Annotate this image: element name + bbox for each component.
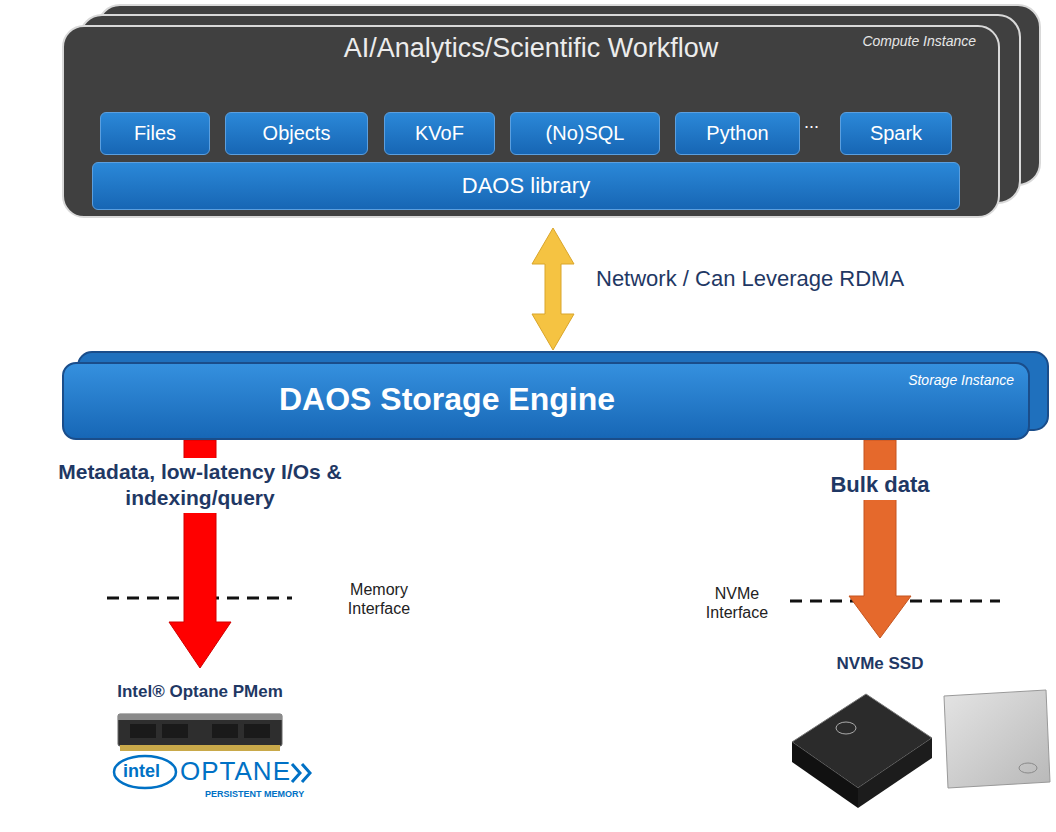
- compute-instance: Files Objects KVoF (No)SQL Python SparkDAOS l…: [62, 25, 1000, 218]
- module-chip: [212, 724, 238, 738]
- instance-title: AI/Analytics/Scientific Workflow: [64, 33, 998, 64]
- interface-label: Memory Interface: [338, 580, 420, 618]
- module-heatspreader: [118, 714, 282, 720]
- interface-box: Spark: [840, 112, 952, 155]
- pmem-module: [118, 714, 282, 751]
- edge-label: Metadata, low-latency I/Os & indexing/qu…: [32, 458, 368, 513]
- edge-label: Network / Can Leverage RDMA: [596, 266, 904, 292]
- module-chip: [244, 724, 270, 738]
- interface-box: KVoF: [384, 112, 495, 155]
- ssd-case: [944, 690, 1050, 788]
- ellipsis: ...: [804, 112, 819, 133]
- ssd-side: [858, 738, 932, 808]
- logo-chevrons: [292, 764, 310, 782]
- ssd-side: [792, 742, 858, 808]
- storage-engine: DAOS Storage Engine Storage Instance: [62, 362, 1030, 440]
- ssd-logo: [836, 722, 856, 734]
- module-contacts: [120, 745, 280, 751]
- logo-swoosh: [114, 756, 176, 788]
- ssd-silver: [944, 690, 1050, 788]
- box-label: Python: [706, 122, 768, 145]
- box-label: (No)SQL: [546, 122, 625, 145]
- box-label: Files: [134, 122, 176, 145]
- instance-tag: Storage Instance: [908, 372, 1014, 388]
- engine-title: DAOS Storage Engine: [64, 381, 830, 418]
- device-name: NVMe SSD: [837, 654, 924, 674]
- instance-tag: Compute Instance: [862, 33, 976, 49]
- module-chip: [130, 724, 156, 738]
- ssd-dark: [792, 694, 932, 808]
- module-chip: [162, 724, 188, 738]
- edge-label: Bulk data: [826, 470, 933, 500]
- logo-subtext: PERSISTENT MEMORY: [205, 789, 304, 799]
- library-bar: DAOS library: [92, 162, 960, 210]
- interface-box: Objects: [225, 112, 368, 155]
- interface-label: NVMe Interface: [696, 584, 778, 622]
- interface-box: (No)SQL: [510, 112, 660, 155]
- box-label: KVoF: [415, 122, 464, 145]
- device-label: Intel® Optane PMem: [80, 678, 320, 706]
- box-label: Spark: [870, 122, 922, 145]
- ssd-logo: [1019, 763, 1037, 773]
- interface-box: Files: [100, 112, 210, 155]
- interface-box: Python: [675, 112, 800, 155]
- logo-text: intel: [123, 761, 160, 782]
- box-label: DAOS library: [462, 173, 590, 199]
- box-label: Objects: [263, 122, 331, 145]
- logo-text: OPTANE: [180, 756, 291, 787]
- block-arrow: [532, 228, 574, 350]
- module-board: [118, 714, 282, 746]
- device-label: NVMe SSD: [790, 650, 970, 678]
- device-name: Intel® Optane PMem: [117, 682, 283, 702]
